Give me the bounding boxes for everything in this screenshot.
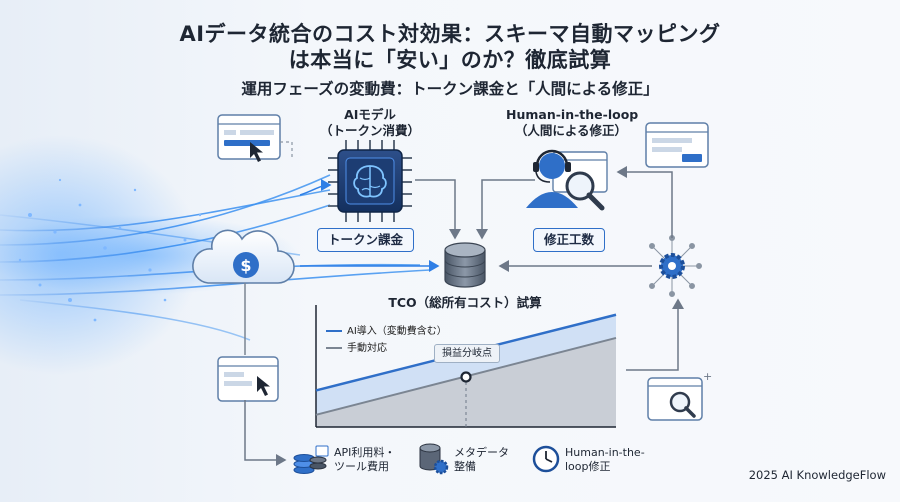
footer-human-loop-line1: Human-in-the- [565, 446, 645, 459]
footer-metadata-line2: 整備 [454, 459, 476, 473]
ai-model-label-line2: （トークン消費） [320, 122, 421, 138]
gear-network-icon [649, 235, 702, 297]
brain-chip-icon [328, 140, 412, 222]
legend-ai-swatch [326, 330, 342, 332]
title-line-1: AIデータ統合のコスト対効果：スキーマ自動マッピング [179, 22, 721, 46]
subtitle: 運用フェーズの変動費：トークン課金と「人間による修正」 [241, 80, 659, 98]
headset-operator-icon [526, 149, 608, 211]
footer-human-loop: Human-in-the- loop修正 [565, 446, 645, 474]
legend-ai: AI導入（変動費含む） [326, 322, 447, 337]
footer-metadata-line1: メタデータ [454, 446, 509, 459]
window-select-icon [217, 114, 281, 162]
fix-effort-chip: 修正工数 [533, 228, 606, 252]
ai-model-label: AIモデル （トークン消費） [320, 107, 420, 138]
legend-ai-text: AI導入（変動費含む） [347, 326, 447, 337]
footer-metadata: メタデータ 整備 [454, 446, 509, 474]
title-line-2: は本当に「安い」のか？徹底試算 [288, 48, 612, 72]
legend-manual-text: 手動対応 [347, 343, 387, 354]
window-form-icon [645, 122, 709, 168]
footer-human-loop-line2: loop修正 [565, 459, 611, 473]
tco-label: TCO（総所有コスト）試算 [388, 295, 542, 310]
database-gear-icon [419, 443, 449, 475]
legend-manual: 手動対応 [326, 339, 387, 354]
cloud-dollar-icon: $ [192, 229, 295, 284]
legend-manual-swatch [326, 347, 342, 349]
break-even-label: 損益分岐点 [434, 344, 500, 363]
human-loop-label-line2: （人間による修正） [514, 122, 628, 138]
database-icon [444, 242, 486, 288]
flow-connectors [244, 166, 684, 466]
token-billing-chip: トークン課金 [317, 228, 415, 252]
footer-api-cost-line2: ツール費用 [334, 459, 389, 473]
brand-label: 2025 AI KnowledgeFlow [748, 468, 886, 482]
break-even-point [460, 371, 472, 383]
svg-text:$: $ [240, 256, 251, 275]
coins-stack-icon [293, 445, 329, 474]
ai-area [316, 314, 616, 415]
window-cursor-icon [217, 356, 279, 402]
human-loop-label: Human-in-the-loop （人間による修正） [506, 107, 639, 138]
window-search-icon: + [647, 370, 712, 421]
footer-api-cost: API利用料・ ツール費用 [334, 446, 395, 474]
svg-text:+: + [703, 370, 712, 383]
tco-chart [315, 305, 617, 428]
data-stream-lines [0, 174, 431, 341]
data-particles [18, 178, 202, 322]
clock-icon [532, 445, 560, 473]
human-loop-label-line1: Human-in-the-loop [506, 107, 639, 122]
footer-api-cost-line1: API利用料・ [334, 446, 396, 459]
ai-model-label-line1: AIモデル [344, 107, 396, 122]
